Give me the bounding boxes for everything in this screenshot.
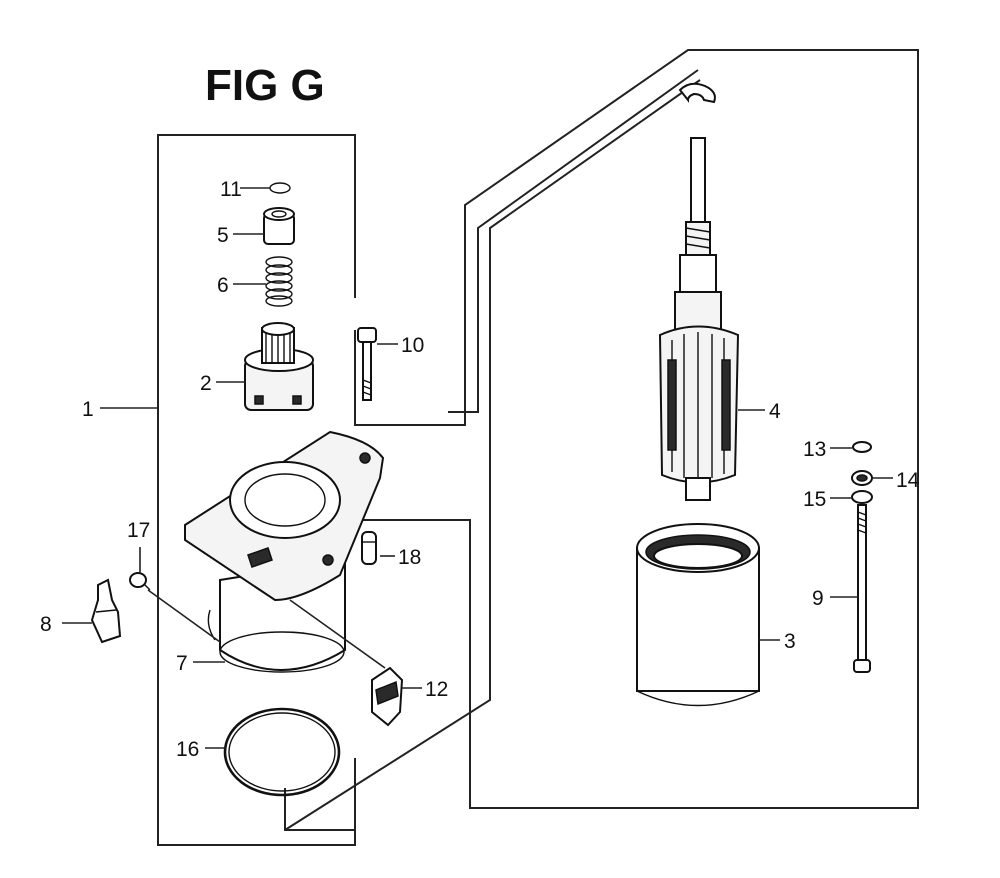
washer-15	[851, 490, 873, 504]
armature-4	[658, 137, 740, 501]
callout-6: 6	[217, 274, 229, 297]
through-bolt-9	[853, 504, 871, 673]
screw-17	[129, 572, 151, 591]
right-assembly-frame	[354, 49, 919, 809]
callout-5: 5	[217, 224, 229, 247]
callout-15: 15	[803, 488, 826, 511]
nut-14	[851, 470, 873, 486]
collar-5	[263, 207, 295, 245]
o-ring-11	[269, 182, 291, 194]
callout-16: 16	[176, 738, 199, 761]
callout-9: 9	[812, 587, 824, 610]
callout-18: 18	[398, 546, 421, 569]
spring-6	[265, 256, 293, 307]
callout-4: 4	[769, 400, 781, 423]
lower-diagonal-frame	[284, 79, 701, 831]
callout-8: 8	[40, 613, 52, 636]
callout-10: 10	[401, 334, 424, 357]
callout-11: 11	[220, 178, 242, 201]
starter-housing-7	[184, 430, 385, 673]
washer-13	[852, 441, 872, 453]
figure-title: FIG G	[205, 61, 325, 110]
yoke-3	[636, 523, 760, 707]
callout-14: 14	[896, 469, 920, 492]
callout-7: 7	[176, 652, 188, 675]
bolt-10	[357, 327, 377, 401]
snap-ring	[678, 82, 716, 104]
clip-12	[371, 666, 404, 727]
callout-labels: 11 5 6 2 10 1 4 13 14 15 9 3 18 17 8 7 1…	[40, 178, 920, 761]
callout-3: 3	[784, 630, 796, 653]
callout-13: 13	[803, 438, 826, 461]
callout-2: 2	[200, 372, 212, 395]
callout-17: 17	[127, 519, 150, 542]
pinion-gear-2	[244, 322, 314, 411]
leader-lines	[62, 187, 893, 749]
terminal-boot-8	[90, 578, 122, 644]
o-ring-16	[223, 707, 341, 797]
dowel-18	[361, 531, 377, 565]
assembly-frames	[157, 49, 919, 846]
callout-12: 12	[425, 678, 448, 701]
inner-diagonal-frame	[448, 69, 699, 413]
callout-1: 1	[82, 398, 94, 421]
